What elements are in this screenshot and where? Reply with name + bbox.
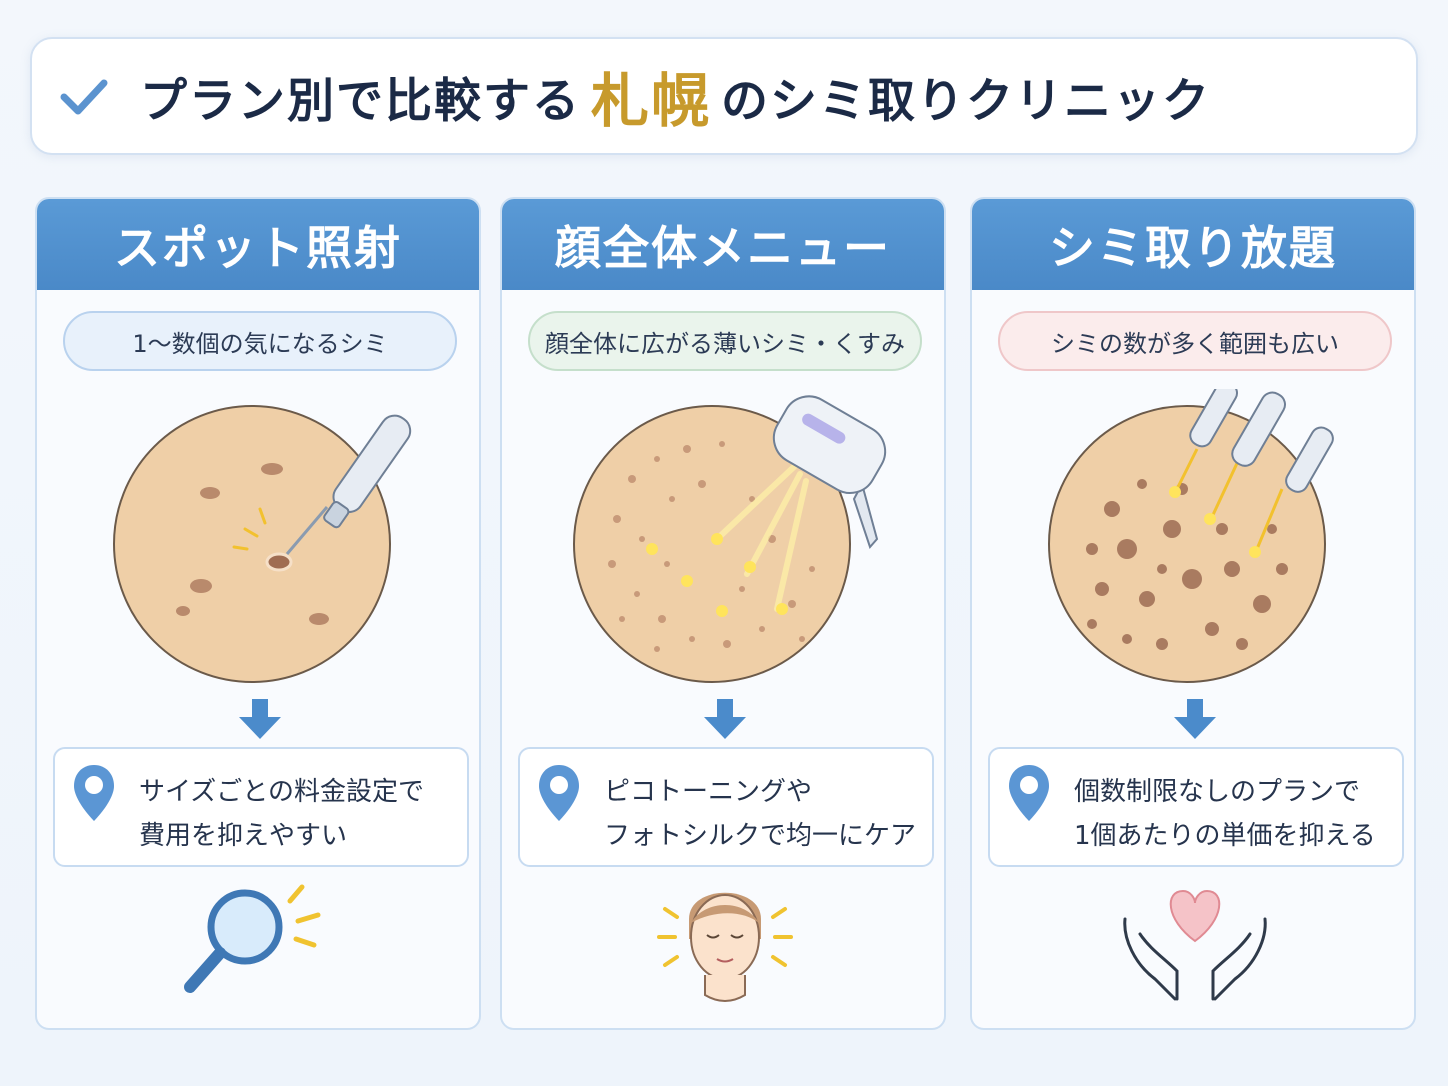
skin-photofacial-illustration xyxy=(573,395,887,683)
plan-tag: 1～数個の気になるシミ xyxy=(63,311,457,371)
plan-heading: 顔全体メニュー xyxy=(502,199,944,290)
plan-card-unlimited: シミ取り放題 シミの数が多く範囲も広い 個数制限なしのプランで xyxy=(970,197,1416,1030)
location-pin-icon xyxy=(539,765,579,821)
glowing-face-icon xyxy=(657,892,793,1002)
plan-detail-line-1: 個数制限なしのプランで xyxy=(1074,777,1361,807)
down-arrow-icon xyxy=(1174,699,1216,739)
heart-in-hands-icon xyxy=(1123,889,1267,1001)
title-banner xyxy=(30,37,1418,155)
plan-tag: シミの数が多く範囲も広い xyxy=(998,311,1392,371)
skin-laser-illustration xyxy=(113,405,412,683)
plan-card-spot: スポット照射 1～数個の気になるシミ サイズごとの料金設定で 費用を抑えやすい xyxy=(35,197,481,1030)
location-pin-icon xyxy=(1009,765,1049,821)
plan-detail-line-1: サイズごとの料金設定で xyxy=(139,777,424,807)
plan-detail-box: 個数制限なしのプランで 1個あたりの単価を抑える xyxy=(988,747,1404,867)
title-prefix: プラン別で比較する xyxy=(140,73,581,129)
skin-multi-laser-illustration xyxy=(1048,389,1334,683)
plan-card-full-face: 顔全体メニュー 顔全体に広がる薄いシミ・くすみ xyxy=(500,197,946,1030)
title-suffix: のシミ取りクリニック xyxy=(721,73,1212,129)
title-city: 札幌 xyxy=(591,67,712,135)
location-pin-icon xyxy=(74,765,114,821)
plan-tag: 顔全体に広がる薄いシミ・くすみ xyxy=(528,311,922,371)
magnifying-glass-icon xyxy=(184,884,321,993)
plan-detail-box: ピコトーニングや フォトシルクで均一にケア xyxy=(518,747,934,867)
plan-heading: スポット照射 xyxy=(37,199,479,290)
plan-detail-line-2: 費用を抑えやすい xyxy=(139,821,348,851)
plan-detail-line-1: ピコトーニングや xyxy=(604,777,813,807)
page-title: プラン別で比較する 札幌 のシミ取りクリニック xyxy=(140,48,1211,144)
down-arrow-icon xyxy=(704,699,746,739)
plan-detail-box: サイズごとの料金設定で 費用を抑えやすい xyxy=(53,747,469,867)
plan-detail-line-2: 1個あたりの単価を抑える xyxy=(1074,821,1376,851)
plan-heading: シミ取り放題 xyxy=(972,199,1414,290)
plan-detail-line-2: フォトシルクで均一にケア xyxy=(604,821,917,851)
check-icon xyxy=(60,79,108,115)
down-arrow-icon xyxy=(239,699,281,739)
